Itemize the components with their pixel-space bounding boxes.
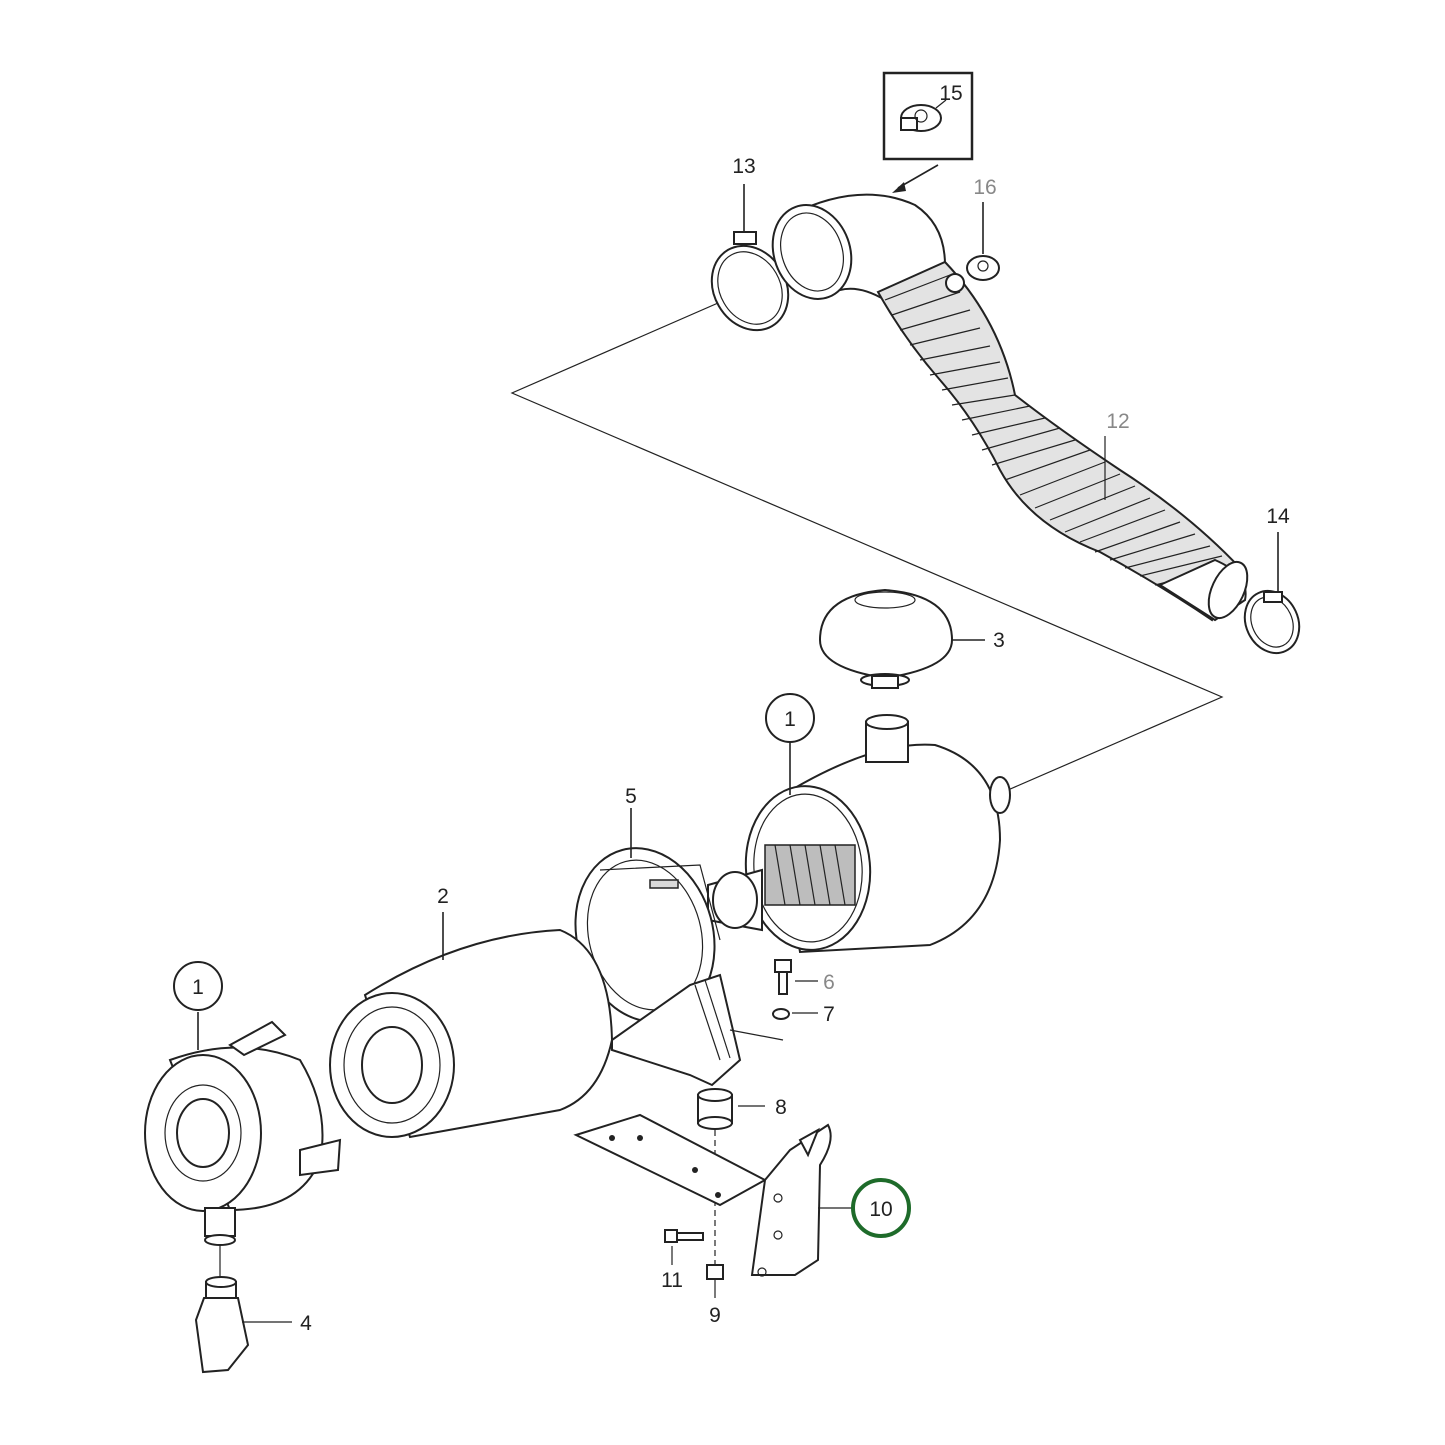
- callout-circle-1-upper: [765, 693, 815, 743]
- precleaner-cap-3: [818, 588, 985, 689]
- dust-valve-4: [194, 1276, 292, 1374]
- callout-14: 14: [1266, 505, 1290, 528]
- callout-circle-1-lower: [173, 961, 223, 1011]
- callout-10: 10: [869, 1198, 892, 1221]
- callout-circle-10-highlight: [851, 1178, 911, 1238]
- callout-11: 11: [661, 1269, 683, 1292]
- callout-5: 5: [625, 785, 637, 808]
- callout-7: 7: [823, 1003, 835, 1026]
- callout-12: 12: [1106, 410, 1129, 433]
- mounting-bracket-10: [573, 1113, 852, 1277]
- hose-clamp-14: [1243, 532, 1301, 655]
- callout-4: 4: [300, 1312, 312, 1335]
- callout-16: 16: [973, 176, 996, 199]
- callout-1-upper: 1: [784, 708, 796, 731]
- nut-9: [706, 1264, 724, 1298]
- callout-1-lower: 1: [192, 976, 204, 999]
- filter-housing-1-upper: [707, 714, 1011, 954]
- bolt-6: [774, 959, 818, 995]
- callout-2: 2: [437, 885, 449, 908]
- intake-hose-12: [771, 193, 1249, 622]
- end-cover-1-lower: [144, 1012, 342, 1282]
- callout-9: 9: [709, 1304, 721, 1327]
- filter-element-2: [329, 912, 614, 1139]
- hose-corrugations: [884, 274, 1233, 586]
- callout-6: 6: [823, 971, 835, 994]
- bracket-stand: [611, 973, 742, 1087]
- fitting-16: [966, 202, 1000, 281]
- assembly-lines: [510, 264, 1224, 791]
- callout-3: 3: [993, 629, 1005, 652]
- inset-box-15: [882, 71, 974, 193]
- callout-8: 8: [775, 1096, 787, 1119]
- callout-13: 13: [732, 155, 755, 178]
- washer-7: [729, 1008, 818, 1041]
- callout-15: 15: [939, 82, 962, 105]
- bolt-11: [664, 1229, 704, 1265]
